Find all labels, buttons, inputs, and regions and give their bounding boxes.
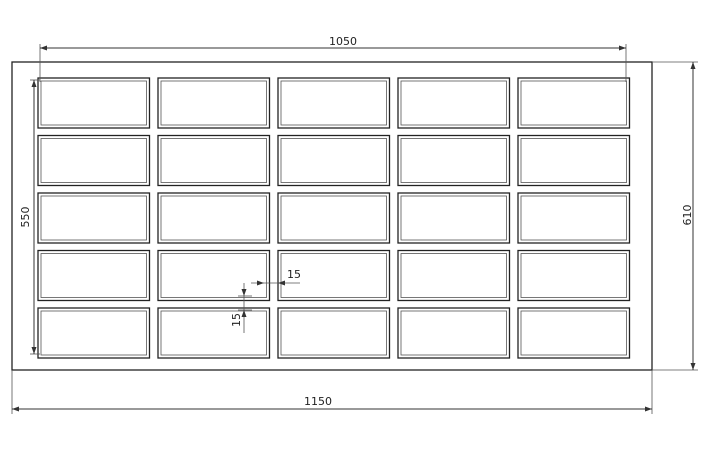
dimension-left: 550 [19, 79, 40, 355]
cell-opening [400, 138, 507, 183]
cell-opening [400, 310, 507, 356]
cell-opening [520, 195, 627, 241]
cell-frame [397, 249, 511, 302]
dimension-bottom: 1150 [11, 370, 653, 414]
cell-opening [280, 138, 387, 183]
cell-frame [277, 307, 391, 359]
cell-frame [37, 77, 151, 129]
cell-opening [400, 80, 507, 126]
dimension-gap-horizontal: 15 [251, 268, 301, 286]
dimension-gap-horizontal-label: 15 [287, 268, 301, 281]
dimension-top: 1050 [39, 35, 627, 82]
dimension-bottom-label: 1150 [304, 395, 332, 408]
cell-frame [157, 77, 271, 129]
cell-frame [37, 134, 151, 187]
cell-opening [280, 310, 387, 356]
cell-opening [520, 310, 627, 356]
cell-opening [400, 195, 507, 241]
cell-opening [160, 80, 267, 126]
cell-opening [160, 138, 267, 183]
cell-grid [37, 77, 631, 359]
dimension-gap-vertical-label: 15 [230, 313, 243, 327]
cell-opening [160, 195, 267, 241]
cell-frame [517, 192, 631, 244]
cell-frame [37, 307, 151, 359]
cell-opening [520, 80, 627, 126]
cell-frame [517, 77, 631, 129]
cell-opening [40, 80, 147, 126]
cell-frame [277, 192, 391, 244]
cell-frame [397, 77, 511, 129]
cell-opening [40, 310, 147, 356]
cell-frame [277, 134, 391, 187]
outer-plate [11, 61, 653, 371]
cell-frame [517, 134, 631, 187]
cell-opening [160, 253, 267, 298]
cell-opening [400, 253, 507, 298]
cell-opening [40, 195, 147, 241]
cell-frame [517, 249, 631, 302]
cell-frame [277, 249, 391, 302]
cell-frame [157, 134, 271, 187]
cell-frame [37, 249, 151, 302]
cell-opening [280, 80, 387, 126]
cell-frame [517, 307, 631, 359]
cell-opening [520, 138, 627, 183]
cell-frame [157, 192, 271, 244]
dimension-right: 610 [652, 61, 698, 371]
cell-opening [280, 253, 387, 298]
cell-opening [520, 253, 627, 298]
dimension-right-label: 610 [681, 205, 694, 226]
dimension-top-label: 1050 [329, 35, 357, 48]
cell-opening [160, 310, 267, 356]
cell-frame [397, 307, 511, 359]
cell-frame [397, 192, 511, 244]
cell-opening [40, 138, 147, 183]
cell-frame [397, 134, 511, 187]
cell-opening [280, 195, 387, 241]
dimension-gap-vertical: 15 [230, 283, 252, 333]
cell-frame [157, 249, 271, 302]
cell-opening [40, 253, 147, 298]
cell-frame [157, 307, 271, 359]
cell-frame [37, 192, 151, 244]
cell-frame [277, 77, 391, 129]
dimension-left-label: 550 [19, 207, 32, 228]
